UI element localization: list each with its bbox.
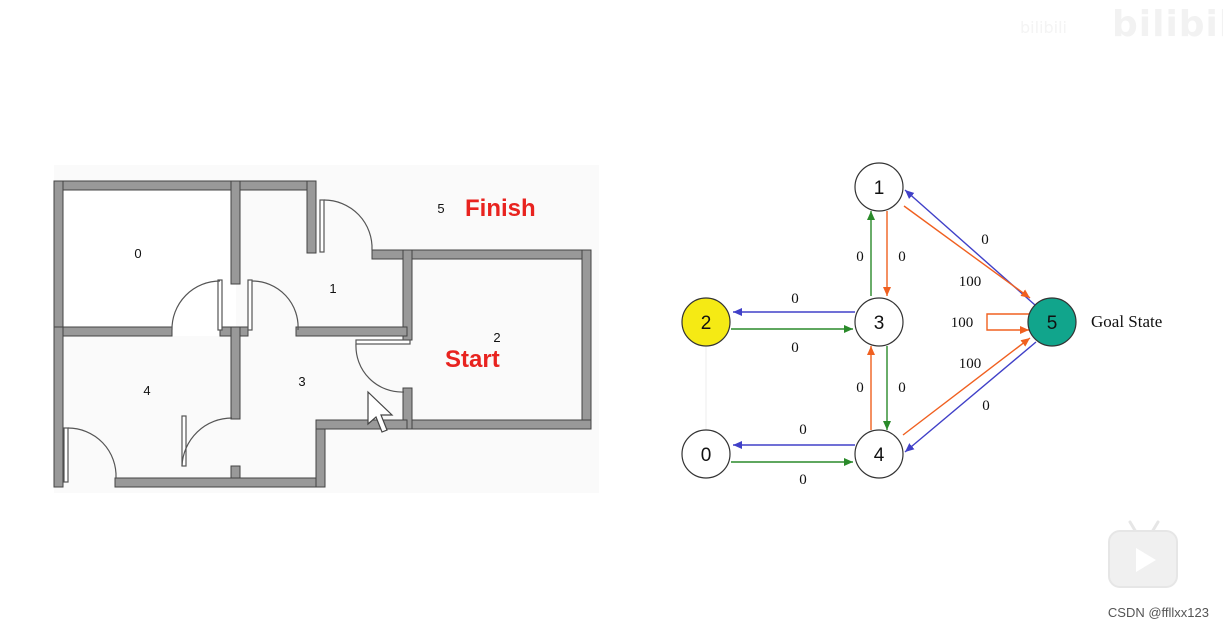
edge-label-4-to-5: 100 bbox=[959, 356, 982, 372]
node-label-4: 4 bbox=[874, 445, 885, 466]
edge-label-3-to-4: 0 bbox=[898, 380, 906, 396]
edge-label-4-to-0: 0 bbox=[799, 422, 807, 438]
credit-text: CSDN @ffllxx123 bbox=[1107, 605, 1209, 620]
room-label-4: 4 bbox=[143, 383, 150, 398]
edge-5-self-loop bbox=[986, 313, 1030, 334]
node-4: 4 bbox=[854, 429, 904, 479]
edge-4-to-5 bbox=[902, 337, 1031, 436]
node-label-0: 0 bbox=[701, 445, 712, 466]
room-label-0: 0 bbox=[134, 246, 141, 261]
node-label-2: 2 bbox=[701, 313, 712, 334]
cursor-icon bbox=[367, 390, 394, 433]
finish-label: Finish bbox=[465, 195, 536, 222]
tv-ears-icon bbox=[1128, 520, 1160, 532]
play-button[interactable] bbox=[1108, 520, 1178, 588]
edge-label-5-to-4: 0 bbox=[982, 398, 990, 414]
room-2 bbox=[402, 249, 592, 430]
node-label-1: 1 bbox=[874, 178, 885, 199]
edge-label-1-to-3: 0 bbox=[898, 249, 906, 265]
node-3: 3 bbox=[854, 297, 904, 347]
play-icon bbox=[1136, 548, 1156, 572]
doors bbox=[63, 199, 411, 483]
state-graph: 0 0 0 100 0 0 100 0 0 100 0 0 0 1 2 3 bbox=[681, 162, 1162, 488]
edge-label-3-to-1: 0 bbox=[856, 249, 864, 265]
node-2: 2 bbox=[681, 297, 731, 347]
node-5: 5 bbox=[1027, 297, 1077, 347]
node-1: 1 bbox=[854, 162, 904, 212]
room-label-3: 3 bbox=[298, 374, 305, 389]
edge-label-3-to-2: 0 bbox=[791, 291, 799, 307]
room-0 bbox=[53, 180, 237, 337]
bilibili-logo: bilibili bbox=[1112, 4, 1223, 45]
room-label-1: 1 bbox=[329, 281, 336, 296]
node-label-5: 5 bbox=[1047, 313, 1058, 334]
edge-label-5-self: 100 bbox=[951, 315, 974, 331]
room-1 bbox=[231, 180, 407, 260]
edge-label-4-to-3: 0 bbox=[856, 380, 864, 396]
floor-plan: 0 1 2 3 4 5 Finish Start bbox=[53, 165, 599, 493]
edge-label-0-to-4: 0 bbox=[799, 472, 807, 488]
edge-label-1-to-5: 100 bbox=[959, 274, 982, 290]
goal-state-label: Goal State bbox=[1091, 312, 1162, 331]
watermark-text: bilibili bbox=[1020, 18, 1067, 37]
edge-5-to-4 bbox=[904, 341, 1037, 453]
middle-walls bbox=[53, 180, 408, 488]
room-label-5: 5 bbox=[437, 201, 444, 216]
start-label: Start bbox=[445, 346, 500, 373]
lower-walls bbox=[53, 326, 408, 488]
node-label-3: 3 bbox=[874, 313, 885, 334]
node-0: 0 bbox=[681, 429, 731, 479]
edge-label-2-to-3: 0 bbox=[791, 340, 799, 356]
room-label-2: 2 bbox=[493, 330, 500, 345]
edge-label-5-to-1: 0 bbox=[981, 232, 989, 248]
edge-1-to-5 bbox=[903, 205, 1031, 299]
